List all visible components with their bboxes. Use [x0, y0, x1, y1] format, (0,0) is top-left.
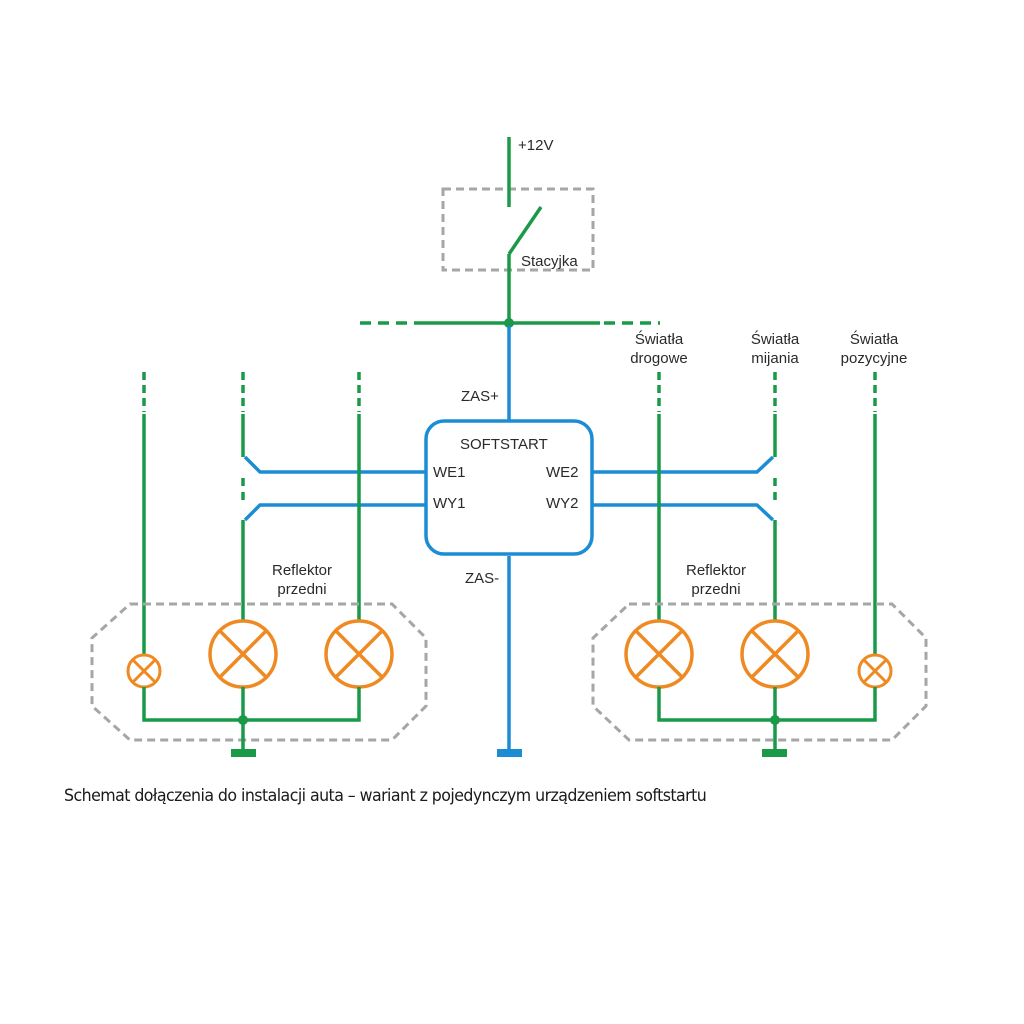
light-group-high-beam-label-2: drogowe	[630, 350, 688, 367]
diagram-caption: Schemat dołączenia do instalacji auta – …	[64, 786, 707, 806]
light-group-low-beam-label-1: Światła	[751, 330, 800, 348]
right-return-wire	[657, 687, 877, 722]
right-position-lamp	[857, 653, 893, 689]
light-group-low-beam-label-2: mijania	[751, 350, 799, 367]
left-low-beam-lamp	[208, 619, 278, 689]
port-we2-label: WE2	[546, 464, 579, 481]
left-headlight-label-2: przedni	[277, 581, 326, 598]
port-wy2-label: WY2	[546, 495, 579, 512]
supply-label: +12V	[518, 137, 553, 154]
right-headlight-enclosure	[591, 602, 928, 742]
module-ground-symbol	[497, 749, 522, 757]
left-position-lamp	[126, 653, 162, 689]
light-group-position-label-2: pozycyjne	[841, 350, 908, 367]
right-ground-symbol	[762, 749, 787, 757]
right-ground-junction	[770, 715, 780, 725]
softstart-module	[424, 419, 594, 556]
ignition-label: Stacyjka	[521, 253, 578, 270]
light-group-high-beam-label-1: Światła	[635, 330, 684, 348]
left-ground-junction	[238, 715, 248, 725]
ignition-switch-lever	[507, 206, 543, 255]
left-headlight-label-1: Reflektor	[272, 562, 332, 579]
we1-wire	[243, 455, 426, 474]
ignition-enclosure	[441, 187, 595, 272]
zas-minus-label: ZAS-	[465, 570, 499, 587]
port-wy1-label: WY1	[433, 495, 466, 512]
right-headlight-label-2: przedni	[691, 581, 740, 598]
wy2-wire	[592, 503, 775, 522]
right-headlight-label-1: Reflektor	[686, 562, 746, 579]
left-high-beam-lamp	[324, 619, 394, 689]
zas-plus-label: ZAS+	[461, 388, 499, 405]
left-return-wire	[142, 687, 361, 722]
right-high-beam-lamp	[624, 619, 694, 689]
wy1-wire	[243, 503, 426, 522]
right-low-beam-lamp	[740, 619, 810, 689]
light-group-position-label-1: Światła	[850, 330, 899, 348]
left-ground-symbol	[231, 749, 256, 757]
we2-wire	[592, 455, 775, 474]
bus-junction	[504, 318, 514, 328]
port-we1-label: WE1	[433, 464, 466, 481]
module-title: SOFTSTART	[460, 436, 548, 453]
left-headlight-enclosure	[90, 602, 428, 742]
